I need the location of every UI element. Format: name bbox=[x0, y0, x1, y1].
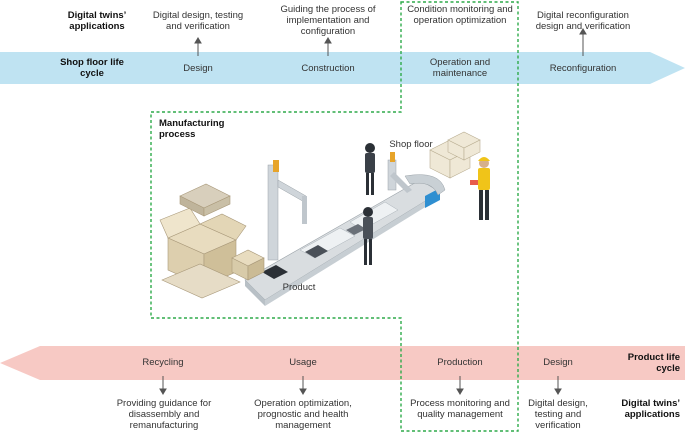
bottom-application-2: Operation optimization, prognostic and h… bbox=[254, 398, 352, 431]
top-connectors bbox=[194, 28, 587, 56]
top-dt-label: Digital twins’ applications bbox=[67, 10, 127, 32]
shop-floor-arrow bbox=[0, 52, 685, 84]
top-application-2: Guiding the process of implementation an… bbox=[280, 4, 376, 37]
product-life-cycle-label: Product life cycle bbox=[627, 352, 680, 374]
bottom-connectors bbox=[159, 376, 562, 395]
stage-reconfiguration: Reconfiguration bbox=[549, 63, 617, 74]
product-item bbox=[262, 265, 288, 279]
factory-illustration bbox=[159, 131, 490, 306]
stage-design: Design bbox=[183, 63, 213, 74]
bottom-dt-label: Digital twins’ applications bbox=[621, 398, 680, 420]
manufacturing-process-boundary bbox=[150, 1, 519, 432]
product-arrow bbox=[0, 346, 685, 380]
shop-floor-life-cycle-label: Shop floor life cycle bbox=[60, 57, 124, 79]
top-application-4: Digital reconfiguration design and verif… bbox=[535, 10, 631, 32]
stage-usage: Usage bbox=[289, 357, 317, 368]
stage-operation-maintenance: Operation and maintenance bbox=[429, 57, 491, 79]
stage-production: Production bbox=[437, 357, 483, 368]
bottom-application-3: Process monitoring and quality managemen… bbox=[410, 398, 510, 420]
shop-floor-label: Shop floor bbox=[389, 139, 433, 150]
product-label: Product bbox=[282, 282, 316, 293]
bottom-application-1: Providing guidance for disassembly and r… bbox=[116, 398, 212, 431]
top-application-3: Condition monitoring and operation optim… bbox=[407, 4, 513, 26]
manufacturing-process-label: Manufacturing process bbox=[159, 118, 225, 140]
top-application-1: Digital design, testing and verification bbox=[152, 10, 244, 32]
bottom-application-4: Digital design, testing and verification bbox=[528, 398, 588, 431]
stage-construction: Construction bbox=[301, 63, 355, 74]
stage-design-bottom: Design bbox=[543, 357, 573, 368]
stage-recycling: Recycling bbox=[142, 357, 184, 368]
